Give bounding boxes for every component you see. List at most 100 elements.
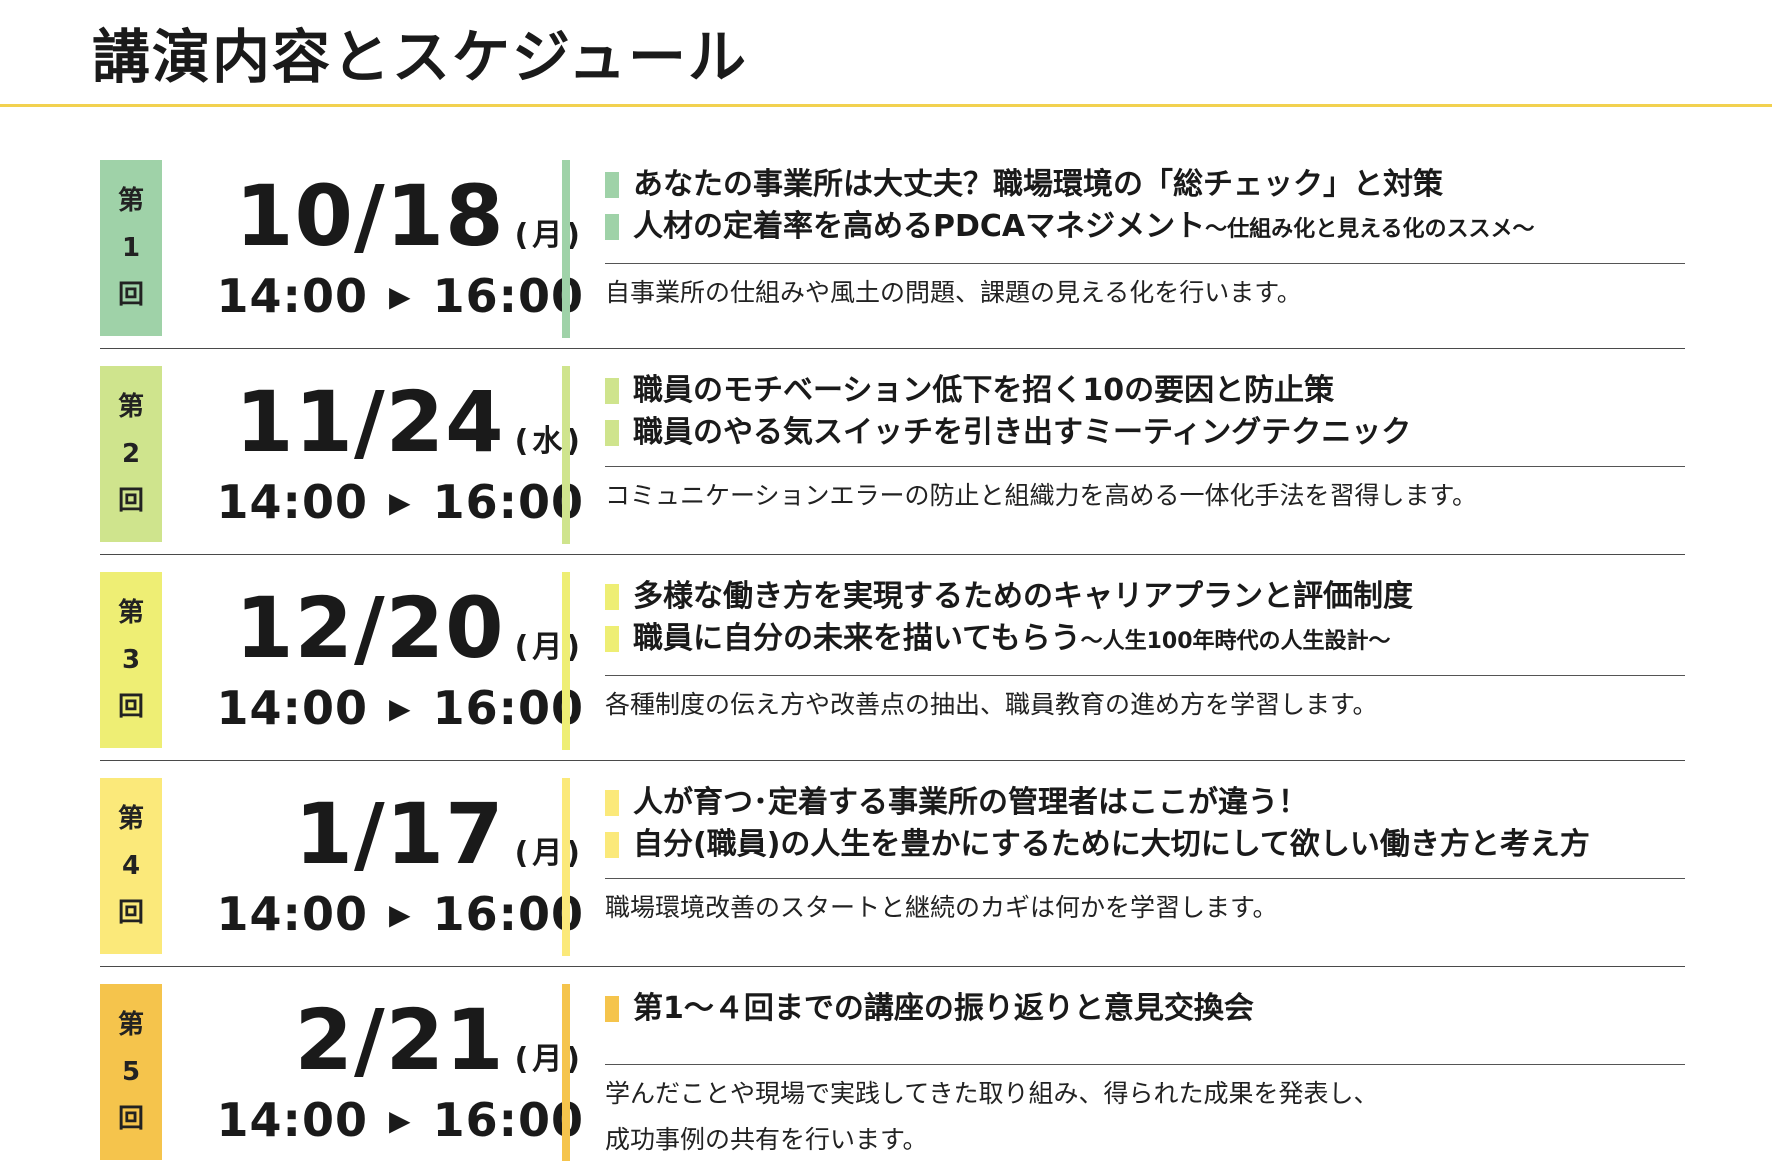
description-line: 成功事例の共有を行います。	[605, 1125, 928, 1154]
content-divider	[605, 466, 1685, 467]
round-label-suffix: 回	[117, 279, 144, 310]
topic-list: あなたの事業所は大丈夫？職場環境の「総チェック」と対策人材の定着率を高めるPDC…	[605, 164, 1685, 251]
time-start: 14:00	[216, 887, 368, 941]
session-time: 14:00 ▶ 16:00	[217, 1092, 584, 1155]
round-label-suffix: 回	[117, 485, 144, 516]
topic-title: 第1～４回までの講座の振り返りと意見交換会	[633, 991, 1254, 1026]
date-time-block: 12/20 (月) 14:00 ▶ 16:00	[180, 570, 600, 756]
play-arrow-icon: ▶	[389, 486, 412, 519]
session-content: 職員のモチベーション低下を招く10の要因と防止策職員のやる気スイッチを引き出すミ…	[605, 370, 1685, 519]
accent-bar	[562, 572, 570, 750]
session-date: 12/20 (月)	[235, 580, 584, 676]
topic-item: 職員のやる気スイッチを引き出すミーティングテクニック	[605, 412, 1685, 454]
date-time-block: 1/17 (月) 14:00 ▶ 16:00	[180, 776, 600, 962]
topic-title: 多様な働き方を実現するためのキャリアプランと評価制度	[633, 579, 1413, 614]
bullet-square-icon	[605, 832, 619, 858]
time-end: 16:00	[432, 1093, 584, 1147]
session-row: 第 1 回 10/18 (月) 14:00 ▶ 16:00 あなたの事業所は大丈…	[100, 158, 1685, 364]
topic-title: 職員のモチベーション低下を招く10の要因と防止策	[633, 373, 1335, 408]
time-end: 16:00	[432, 887, 584, 941]
round-label-prefix: 第	[117, 392, 144, 423]
time-start: 14:00	[216, 475, 368, 529]
bullet-square-icon	[605, 790, 619, 816]
session-description: 自事業所の仕組みや風土の問題、課題の見える化を行います。	[605, 270, 1685, 316]
round-label-suffix: 回	[117, 897, 144, 928]
date-time-block: 11/24 (水) 14:00 ▶ 16:00	[180, 364, 600, 550]
date-time-block: 10/18 (月) 14:00 ▶ 16:00	[180, 158, 600, 344]
session-date: 1/17 (月)	[295, 786, 584, 882]
session-row: 第 2 回 11/24 (水) 14:00 ▶ 16:00 職員のモチベーション…	[100, 364, 1685, 570]
time-end: 16:00	[432, 475, 584, 529]
date-value: 2/21	[294, 991, 505, 1089]
weekday: (月)	[514, 218, 584, 253]
session-time: 14:00 ▶ 16:00	[217, 268, 584, 331]
topic-item: 自分(職員)の人生を豊かにするために大切にして欲しい働き方と考え方	[605, 824, 1685, 866]
topic-item: 人材の定着率を高めるPDCAマネジメント～仕組み化と見える化のススメ～	[605, 206, 1685, 251]
content-divider	[605, 1064, 1685, 1065]
topic-title: 自分(職員)の人生を豊かにするために大切にして欲しい働き方と考え方	[633, 827, 1590, 862]
session-time: 14:00 ▶ 16:00	[217, 886, 584, 949]
session-time: 14:00 ▶ 16:00	[217, 474, 584, 537]
topic-title: 人材の定着率を高めるPDCAマネジメント	[633, 209, 1206, 244]
topic-subtitle: ～仕組み化と見える化のススメ～	[1205, 217, 1535, 242]
round-number: 4	[121, 850, 141, 881]
session-description: 学んだことや現場で実践してきた取り組み、得られた成果を発表し、成功事例の共有を行…	[605, 1071, 1685, 1161]
round-badge: 第 3 回	[100, 572, 162, 748]
session-content: あなたの事業所は大丈夫？職場環境の「総チェック」と対策人材の定着率を高めるPDC…	[605, 164, 1685, 316]
topic-list: 人が育つ･定着する事業所の管理者はここが違う！自分(職員)の人生を豊かにするため…	[605, 782, 1685, 866]
play-arrow-icon: ▶	[389, 898, 412, 931]
topic-item: 職員のモチベーション低下を招く10の要因と防止策	[605, 370, 1685, 412]
weekday: (月)	[514, 836, 584, 871]
title-underline	[0, 104, 1772, 107]
session-date: 10/18 (月)	[235, 168, 584, 264]
session-row: 第 3 回 12/20 (月) 14:00 ▶ 16:00 多様な働き方を実現す…	[100, 570, 1685, 776]
play-arrow-icon: ▶	[389, 1104, 412, 1137]
session-content: 人が育つ･定着する事業所の管理者はここが違う！自分(職員)の人生を豊かにするため…	[605, 782, 1685, 931]
bullet-square-icon	[605, 584, 619, 610]
row-divider	[100, 760, 1685, 761]
session-date: 2/21 (月)	[295, 992, 584, 1088]
description-line: 職場環境改善のスタートと継続のカギは何かを学習します。	[605, 893, 1278, 922]
round-number: 3	[121, 644, 141, 675]
description-line: 自事業所の仕組みや風土の問題、課題の見える化を行います。	[605, 278, 1302, 307]
play-arrow-icon: ▶	[389, 692, 412, 725]
row-divider	[100, 554, 1685, 555]
date-value: 12/20	[235, 579, 505, 677]
topic-item: あなたの事業所は大丈夫？職場環境の「総チェック」と対策	[605, 164, 1685, 206]
description-line: 各種制度の伝え方や改善点の抽出、職員教育の進め方を学習します。	[605, 690, 1378, 719]
play-arrow-icon: ▶	[389, 280, 412, 313]
session-content: 多様な働き方を実現するためのキャリアプランと評価制度職員に自分の未来を描いてもら…	[605, 576, 1685, 728]
time-start: 14:00	[216, 681, 368, 735]
topic-list: 職員のモチベーション低下を招く10の要因と防止策職員のやる気スイッチを引き出すミ…	[605, 370, 1685, 454]
topic-subtitle: ～人生100年時代の人生設計～	[1080, 629, 1391, 654]
accent-bar	[562, 778, 570, 956]
round-label-prefix: 第	[117, 804, 144, 835]
accent-bar	[562, 366, 570, 544]
description-line: 学んだことや現場で実践してきた取り組み、得られた成果を発表し、	[605, 1079, 1379, 1108]
bullet-square-icon	[605, 420, 619, 446]
topic-item: 職員に自分の未来を描いてもらう～人生100年時代の人生設計～	[605, 618, 1685, 663]
accent-bar	[562, 160, 570, 338]
session-row: 第 5 回 2/21 (月) 14:00 ▶ 16:00 第1～４回までの講座の…	[100, 982, 1685, 1161]
round-badge: 第 4 回	[100, 778, 162, 954]
topic-list: 第1～４回までの講座の振り返りと意見交換会	[605, 988, 1685, 1030]
weekday: (月)	[514, 630, 584, 665]
session-time: 14:00 ▶ 16:00	[217, 680, 584, 743]
round-label-prefix: 第	[117, 186, 144, 217]
session-row: 第 4 回 1/17 (月) 14:00 ▶ 16:00 人が育つ･定着する事業…	[100, 776, 1685, 982]
topic-item: 多様な働き方を実現するためのキャリアプランと評価制度	[605, 576, 1685, 618]
session-description: 各種制度の伝え方や改善点の抽出、職員教育の進め方を学習します。	[605, 682, 1685, 728]
weekday: (月)	[514, 1042, 584, 1077]
round-label-prefix: 第	[117, 598, 144, 629]
row-divider	[100, 348, 1685, 349]
bullet-square-icon	[605, 996, 619, 1022]
time-start: 14:00	[216, 269, 368, 323]
topic-title: 職員に自分の未来を描いてもらう	[633, 621, 1081, 656]
round-badge: 第 1 回	[100, 160, 162, 336]
row-divider	[100, 966, 1685, 967]
bullet-square-icon	[605, 172, 619, 198]
round-badge: 第 2 回	[100, 366, 162, 542]
topic-item: 人が育つ･定着する事業所の管理者はここが違う！	[605, 782, 1685, 824]
date-value: 11/24	[235, 373, 505, 471]
date-time-block: 2/21 (月) 14:00 ▶ 16:00	[180, 982, 600, 1161]
